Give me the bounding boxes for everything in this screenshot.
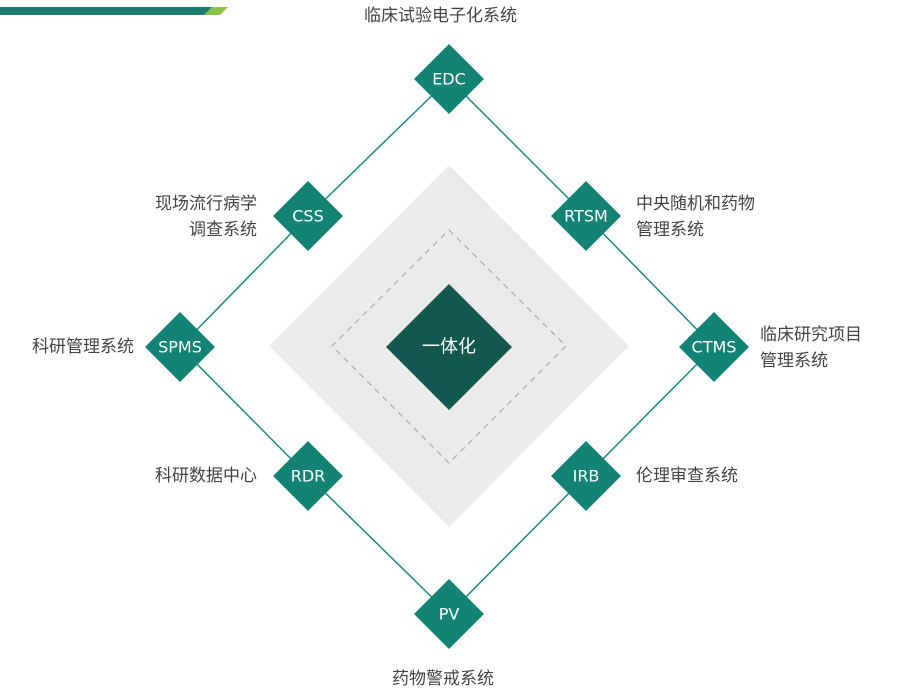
node-ctms[interactable]: CTMS: [679, 312, 749, 382]
node-edc-label: EDC: [432, 70, 466, 89]
label-rdr-line: 科研数据中心: [155, 466, 257, 486]
label-spms: 科研管理系统: [32, 334, 134, 360]
center-node-label: 一体化: [422, 337, 476, 358]
node-spms-label: SPMS: [158, 338, 202, 357]
node-rtsm-label: RTSM: [564, 207, 608, 226]
node-pv[interactable]: PV: [414, 579, 484, 649]
label-rtsm-line-2: 管理系统: [636, 220, 704, 240]
label-ctms: 临床研究项目 管理系统: [760, 322, 862, 374]
label-edc: 临床试验电子化系统: [364, 3, 517, 29]
label-irb-line: 伦理审查系统: [636, 466, 738, 486]
label-pv-line: 药物警戒系统: [392, 669, 494, 689]
label-css-line-1: 现场流行病学: [155, 194, 257, 214]
header-decoration-strip: [0, 0, 240, 15]
label-css: 现场流行病学 调查系统: [155, 191, 257, 243]
label-ctms-line-1: 临床研究项目: [760, 325, 862, 345]
node-ctms-label: CTMS: [692, 338, 737, 357]
center-node[interactable]: 一体化: [386, 284, 512, 410]
label-rdr: 科研数据中心: [155, 463, 257, 489]
node-css-label: CSS: [292, 207, 323, 226]
label-ctms-line-2: 管理系统: [760, 351, 828, 371]
node-spms[interactable]: SPMS: [145, 312, 215, 382]
label-spms-line: 科研管理系统: [32, 337, 134, 357]
node-edc[interactable]: EDC: [414, 44, 484, 114]
label-css-line-2: 调查系统: [189, 220, 257, 240]
label-rtsm: 中央随机和药物 管理系统: [636, 191, 755, 243]
label-edc-line: 临床试验电子化系统: [364, 6, 517, 26]
label-rtsm-line-1: 中央随机和药物: [636, 194, 755, 214]
node-rdr[interactable]: RDR: [273, 441, 343, 511]
label-irb: 伦理审查系统: [636, 463, 738, 489]
dashed-inner-diamond: [330, 228, 568, 465]
node-irb-label: IRB: [573, 467, 600, 486]
node-rdr-label: RDR: [291, 467, 326, 486]
label-pv: 药物警戒系统: [392, 666, 494, 692]
header-strip-graphic: [0, 7, 228, 15]
node-pv-label: PV: [439, 605, 460, 624]
node-rtsm[interactable]: RTSM: [551, 181, 621, 251]
node-irb[interactable]: IRB: [551, 441, 621, 511]
node-css[interactable]: CSS: [273, 181, 343, 251]
